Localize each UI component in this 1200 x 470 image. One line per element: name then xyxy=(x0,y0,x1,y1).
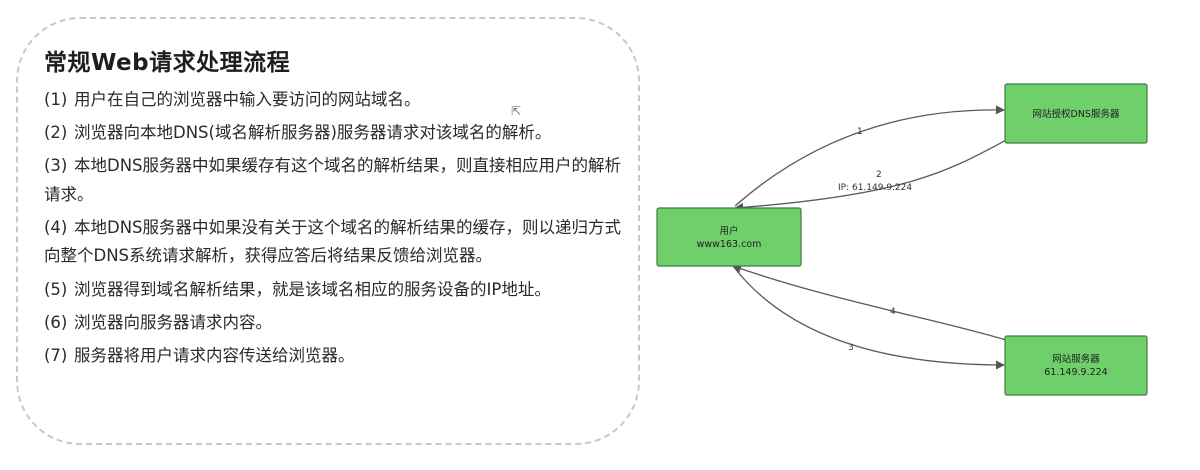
step-text: 本地DNS服务器中如果没有关于这个域名的解析结果的缓存，则以递归方式向整个DNS… xyxy=(44,217,622,266)
server-node-label: 网站服务器 xyxy=(1052,353,1100,365)
edge-4-label: 4 xyxy=(890,307,896,317)
step-text: 浏览器得到域名解析结果，就是该域名相应的服务设备的IP地址。 xyxy=(74,279,551,299)
edge-3-arrow xyxy=(732,265,1005,370)
mouse-pointer-icon: ⇱ xyxy=(511,104,522,118)
edge-2-ip-label: IP: 61.149.9.224 xyxy=(838,183,912,193)
step-7: (7) 服务器将用户请求内容传送给浏览器。 xyxy=(44,342,636,371)
step-text: 本地DNS服务器中如果缓存有这个域名的解析结果，则直接相应用户的解析请求。 xyxy=(44,156,622,204)
step-2: (2) 浏览器向本地DNS(域名解析服务器)服务器请求对该域名的解析。 xyxy=(44,119,636,148)
web-server-node: 网站服务器 61.149.9.224 xyxy=(1004,335,1148,396)
edge-3-label: 3 xyxy=(848,343,854,353)
step-6: (6) 浏览器向服务器请求内容。 xyxy=(44,309,636,338)
step-number: (1) xyxy=(44,90,68,109)
step-5: (5) 浏览器得到域名解析结果，就是该域名相应的服务设备的IP地址。 xyxy=(44,276,636,305)
edge-4-arrow xyxy=(732,264,1007,341)
step-4: (4)本地DNS服务器中如果没有关于这个域名的解析结果的缓存，则以递归方式向整个… xyxy=(44,214,636,271)
step-text: 浏览器向本地DNS(域名解析服务器)服务器请求对该域名的解析。 xyxy=(74,123,552,143)
steps-list: (1) 用户在自己的浏览器中输入要访问的网站域名。 (2) 浏览器向本地DNS(域名… xyxy=(44,86,636,375)
edge-2-label: 2 xyxy=(876,170,882,180)
user-node: 用户 www163.com xyxy=(656,207,802,267)
flow-description-card xyxy=(16,17,640,445)
server-node-ip: 61.149.9.224 xyxy=(1044,367,1107,378)
edge-1-label: 1 xyxy=(857,127,863,137)
step-1: (1) 用户在自己的浏览器中输入要访问的网站域名。 xyxy=(44,86,636,115)
step-number: (5) xyxy=(44,279,68,299)
step-number: (6) xyxy=(44,312,68,332)
user-node-label: 用户 xyxy=(719,225,738,237)
step-text: 浏览器向服务器请求内容。 xyxy=(74,312,272,332)
step-text: 用户在自己的浏览器中输入要访问的网站域名。 xyxy=(74,90,421,109)
step-number: (3) xyxy=(44,156,68,176)
dns-node-label: 网站授权DNS服务器 xyxy=(1033,108,1120,120)
edge-2-arrow xyxy=(734,137,1011,212)
authoritative-dns-node: 网站授权DNS服务器 xyxy=(1004,83,1148,144)
step-number: (7) xyxy=(44,345,68,365)
page-title: 常规Web请求处理流程 xyxy=(44,50,291,76)
user-node-domain: www163.com xyxy=(697,239,762,250)
step-number: (4) xyxy=(44,217,68,237)
step-3: (3)本地DNS服务器中如果缓存有这个域名的解析结果，则直接相应用户的解析请求。 xyxy=(44,152,636,209)
edge-1-arrow xyxy=(734,105,1005,207)
step-text: 服务器将用户请求内容传送给浏览器。 xyxy=(74,345,355,365)
step-number: (2) xyxy=(44,123,68,143)
